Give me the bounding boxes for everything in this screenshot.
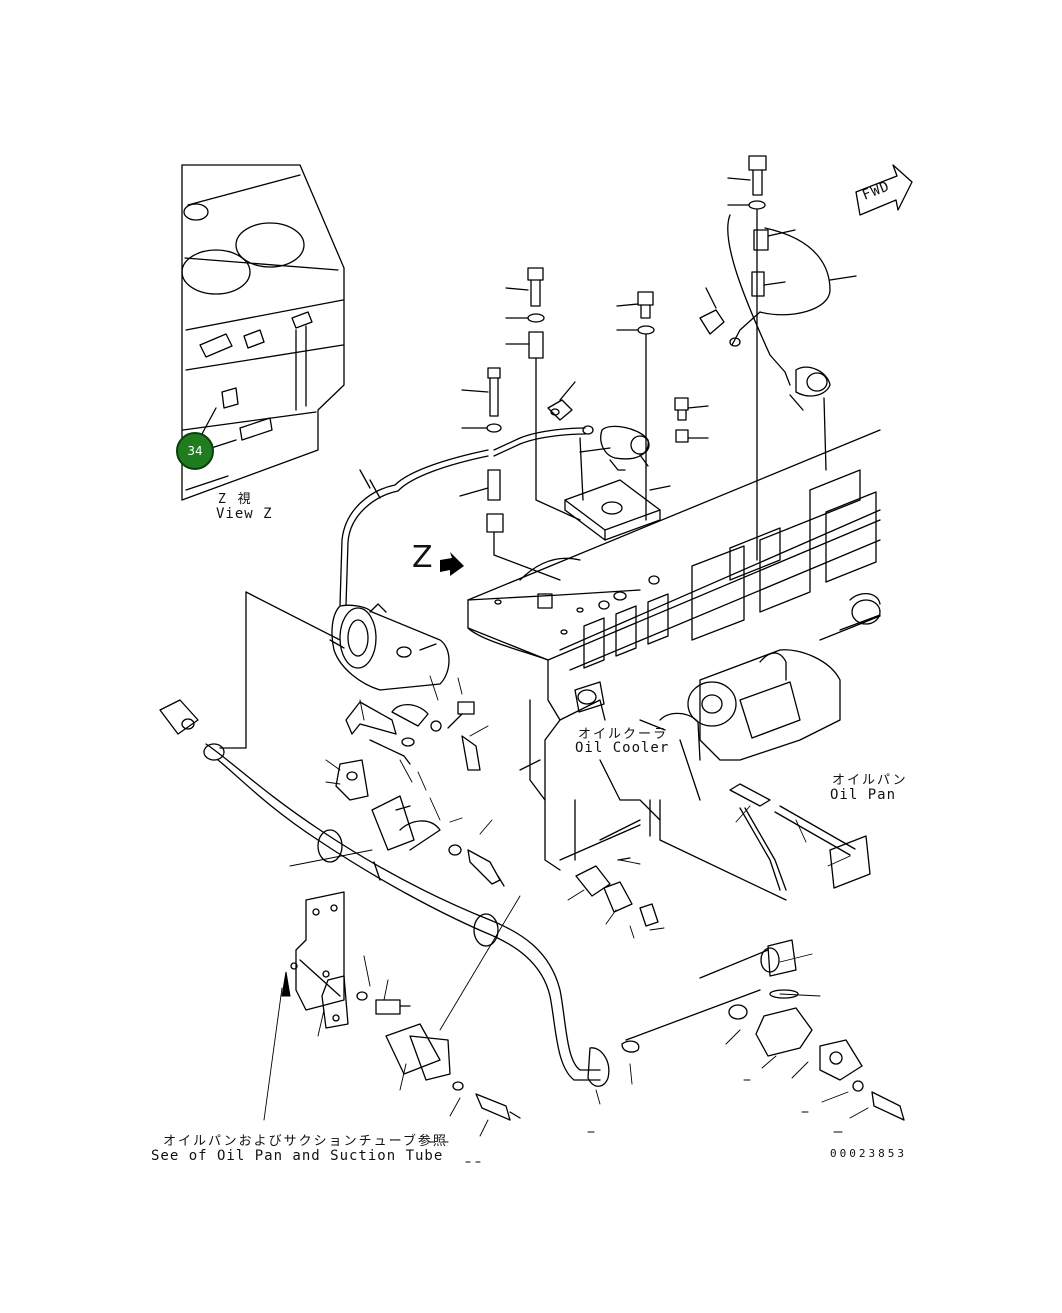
top-bolt-assembly — [699, 155, 857, 561]
view-z-arrow — [440, 552, 464, 576]
cooler-fittings — [575, 857, 905, 1121]
clamp-parts — [335, 701, 505, 887]
view-z-block — [181, 164, 345, 501]
see-reference-jp: オイルパンおよびサクションチューブ参照 — [163, 1134, 448, 1149]
oil-cooler-label-en: Oil Cooler — [575, 740, 670, 756]
oil-cooler-label-jp: オイルクーラ — [578, 727, 669, 742]
fwd-arrow — [855, 164, 913, 216]
part-callout-34[interactable]: 34 — [176, 432, 214, 470]
battery-cable — [339, 425, 594, 606]
drawing-number: 00023853 — [830, 1147, 907, 1160]
suction-tube — [159, 699, 610, 1087]
relay-bracket — [564, 437, 671, 541]
reference-arrowhead — [281, 971, 291, 997]
leader-lines — [263, 675, 869, 1137]
dashes — [427, 1079, 843, 1163]
see-reference-en: See of Oil Pan and Suction Tube — [151, 1148, 444, 1164]
bolts-center — [459, 267, 709, 581]
oil-pan-label-jp: オイルパン — [832, 773, 908, 788]
view-caption-jp: Z 視 — [218, 492, 253, 507]
starter-motor — [219, 591, 450, 749]
oil-pan-label-en: Oil Pan — [830, 787, 897, 803]
tube-bracket — [290, 891, 521, 1121]
view-caption-en: View Z — [216, 506, 273, 522]
view-marker: Z — [412, 540, 434, 575]
relay-middle — [547, 381, 650, 471]
engine-block — [467, 429, 881, 901]
